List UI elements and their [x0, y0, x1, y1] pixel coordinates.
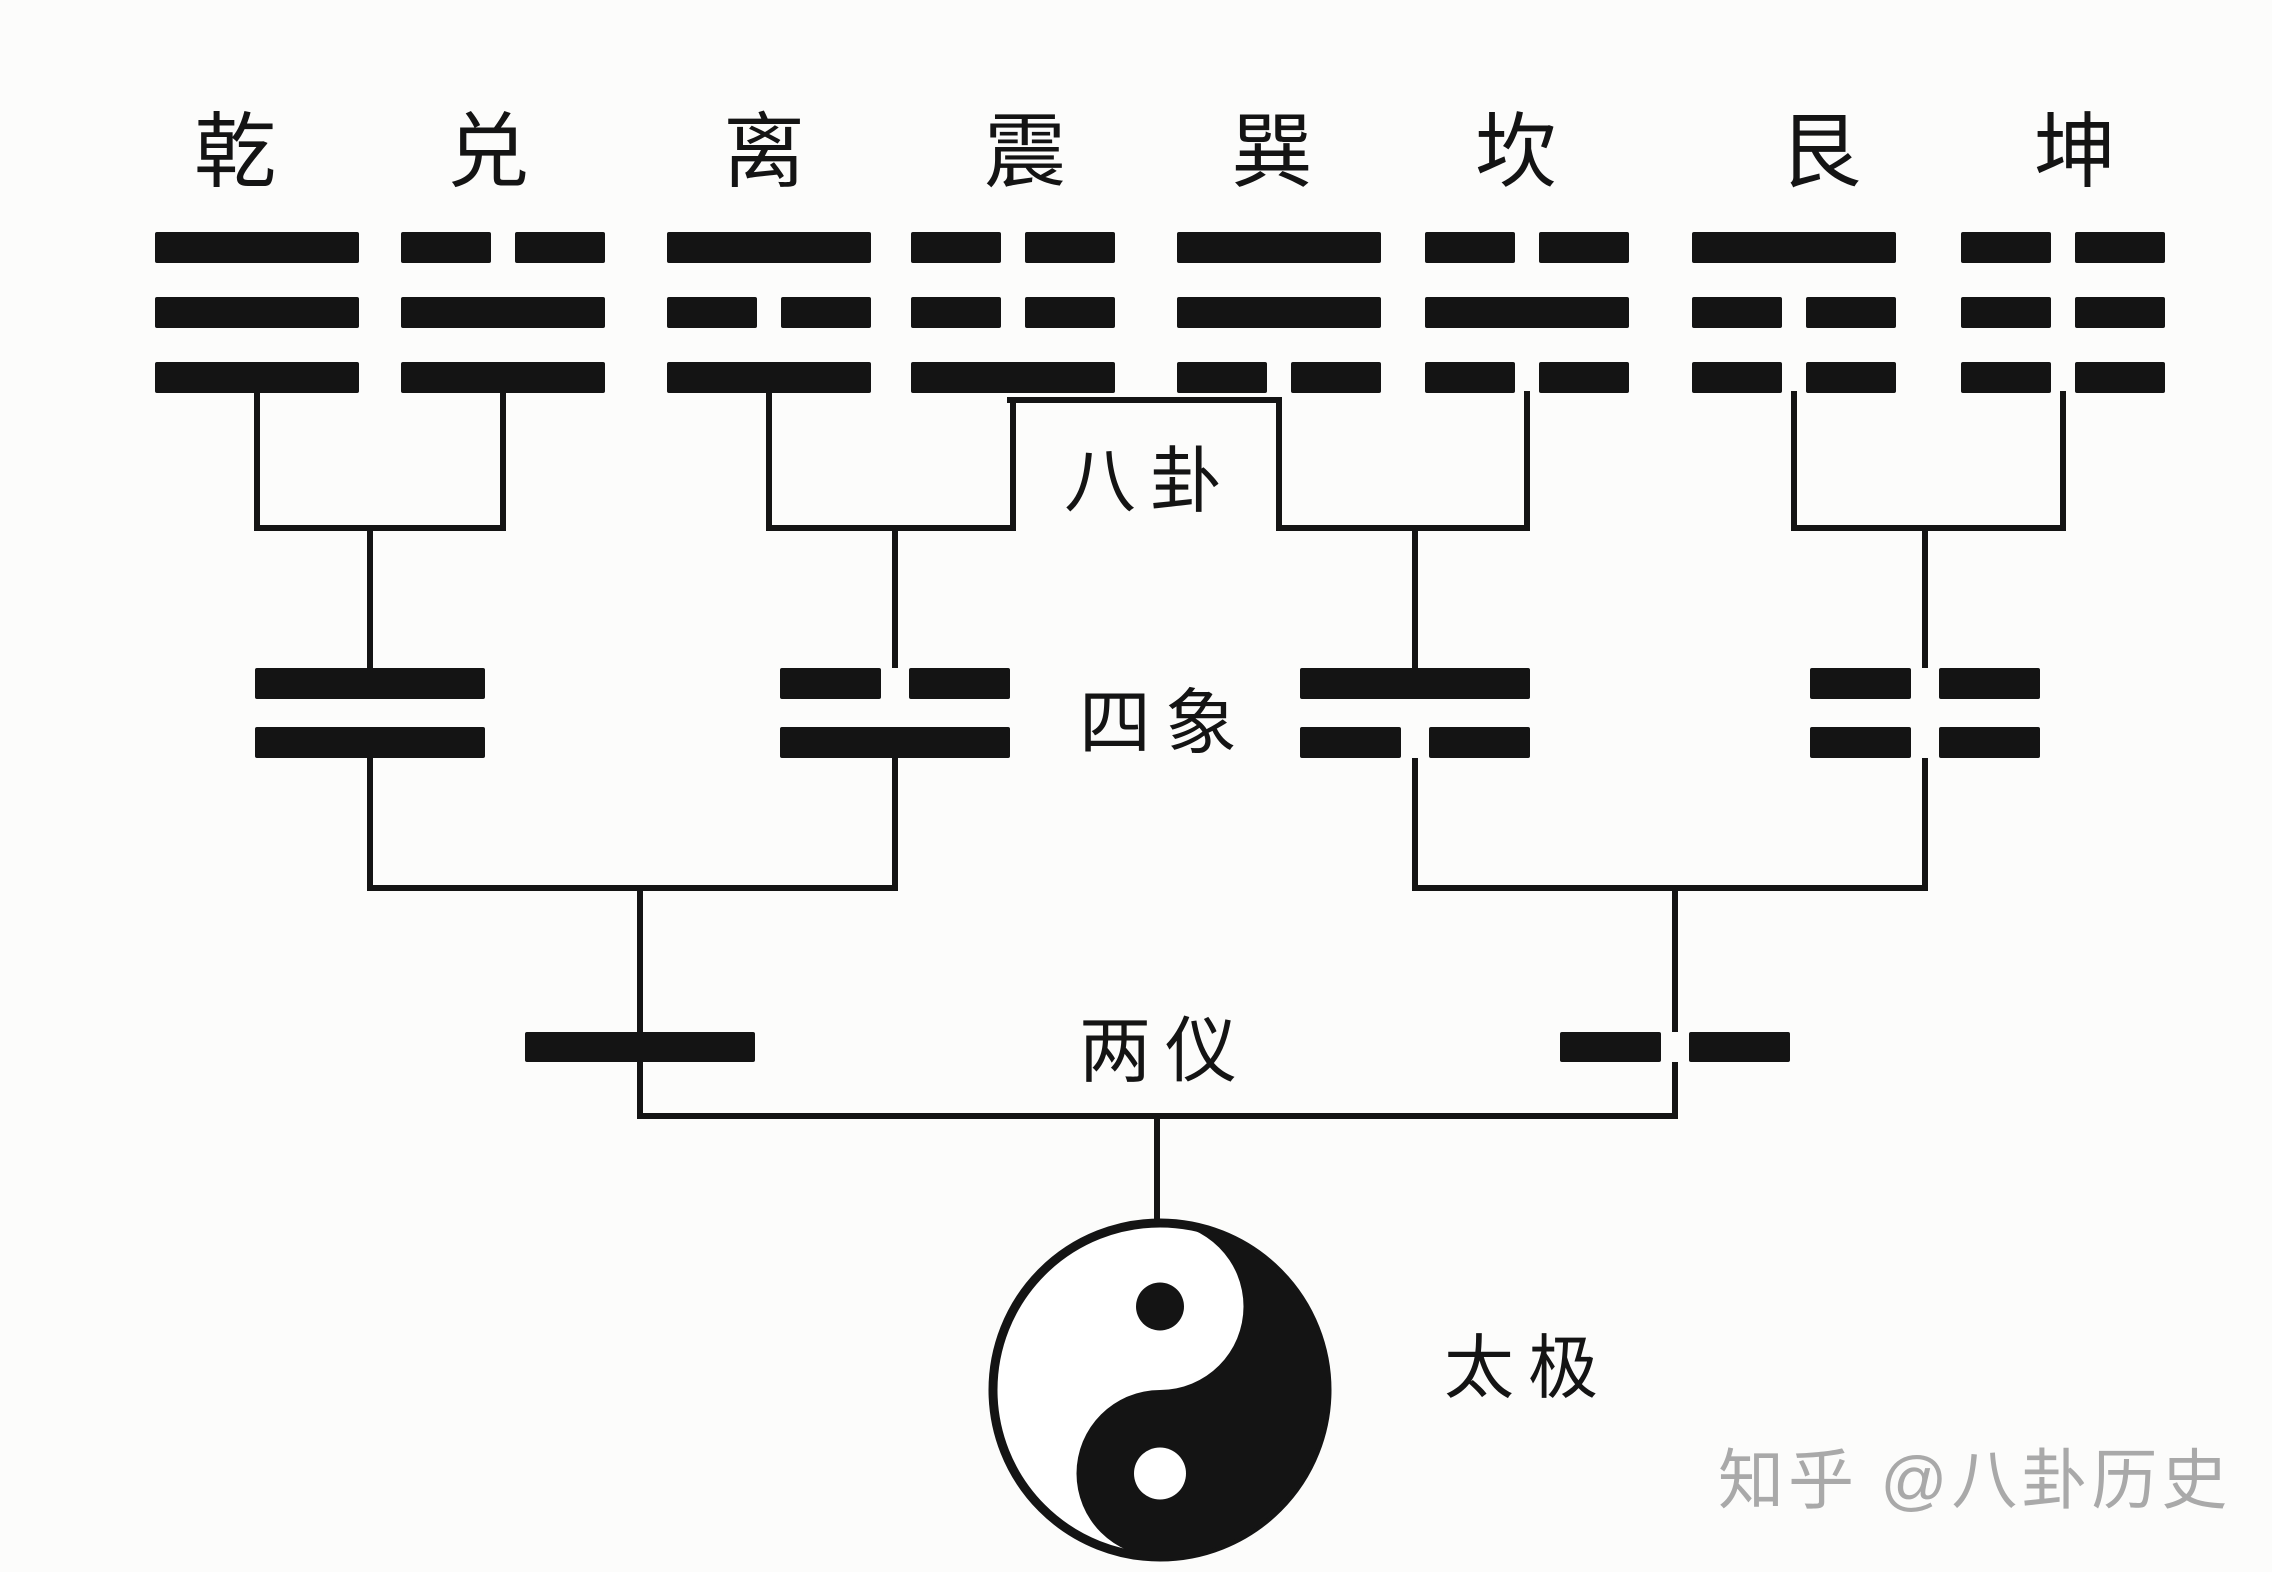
yin-broken-line [1692, 362, 1896, 393]
connector-drop-taiyang [367, 758, 373, 891]
connector-drop-dui [500, 391, 506, 531]
yin-broken-line [1810, 668, 2040, 699]
yang-solid-line [1177, 297, 1381, 328]
trigram-symbol-zhen [911, 232, 1115, 393]
connector-drop-xun [1276, 397, 1282, 531]
yin-eye-dot [1136, 1282, 1184, 1331]
yang-solid-line [255, 668, 485, 699]
yang-solid-line [667, 362, 871, 393]
yin-broken-line [1560, 1032, 1790, 1062]
connector-drop-shaoyin [892, 758, 898, 891]
yang-solid-line [525, 1032, 755, 1062]
trigram-symbol-xun [1177, 232, 1381, 393]
level-label-taiji: 太极 [1444, 1331, 1612, 1408]
trigram-symbol-kun [1961, 232, 2165, 393]
yin-broken-line [1810, 727, 2040, 758]
level-label-liangyi: 两仪 [1078, 1012, 1252, 1092]
yin-broken-line [1425, 232, 1629, 263]
yin-broken-line [1961, 232, 2165, 263]
connector-pair-gen-kun [1791, 525, 2066, 531]
yang-solid-line [401, 362, 605, 393]
connector-drop-taiyin [1922, 758, 1928, 891]
connector-drop-zhen [1010, 397, 1016, 531]
connector-stem-yin [1672, 885, 1678, 1032]
trigram-symbol-qian [155, 232, 359, 393]
yin-broken-line [401, 232, 605, 263]
trigram-label-kan: 坎 [1474, 107, 1558, 198]
yin-broken-line [1177, 362, 1381, 393]
trigram-label-li: 离 [722, 107, 806, 198]
trigram-symbol-kan [1425, 232, 1629, 393]
connector-drop-gen [1791, 391, 1797, 531]
trigram-symbol-li [667, 232, 871, 393]
connector-drop-kan [1524, 391, 1530, 531]
yin-broken-line [1300, 727, 1530, 758]
connector-pair-taiyang-shaoyin [367, 885, 898, 891]
level-label-sixiang: 四象 [1078, 684, 1252, 764]
yin-broken-line [911, 232, 1115, 263]
connector-stem-yang [637, 885, 643, 1032]
sixiang-symbol-shaoyin [780, 668, 1010, 758]
zhihu-watermark: 知乎 @八卦历史 [1718, 1443, 2232, 1517]
trigram-label-dui: 兑 [446, 107, 530, 198]
taiji-yinyang-icon [988, 1218, 1332, 1562]
connector-stem-shaoyin [892, 525, 898, 668]
yang-solid-line [780, 727, 1010, 758]
yang-solid-line [401, 297, 605, 328]
connector-pair-xun-kan [1276, 525, 1530, 531]
yin-broken-line [911, 297, 1115, 328]
trigram-label-qian: 乾 [193, 107, 277, 198]
trigram-symbol-dui [401, 232, 605, 393]
yin-broken-line [1961, 362, 2165, 393]
trigram-label-zhen: 震 [983, 107, 1067, 198]
connector-drop-yin [1672, 1062, 1678, 1119]
connector-pair-shaoyang-taiyin [1412, 885, 1928, 891]
yang-solid-line [911, 362, 1115, 393]
connector-stem-taiyang [367, 525, 373, 668]
trigram-symbol-gen [1692, 232, 1896, 393]
connector-stem-taiji [1154, 1113, 1160, 1223]
yang-solid-line [155, 297, 359, 328]
connector-drop-shaoyang [1412, 758, 1418, 891]
yin-broken-line [1425, 362, 1629, 393]
trigram-label-xun: 巽 [1230, 107, 1314, 198]
level-label-bagua: 八卦 [1063, 442, 1237, 522]
connector-drop-li [766, 391, 772, 531]
connector-drop-kun [2060, 391, 2066, 531]
yang-solid-line [155, 232, 359, 263]
yin-broken-line [780, 668, 1010, 699]
yang-solid-line [255, 727, 485, 758]
sixiang-symbol-taiyin [1810, 668, 2040, 758]
yang-solid-line [1425, 297, 1629, 328]
yang-solid-line [1692, 232, 1896, 263]
connector-pair-li-zhen [766, 525, 1016, 531]
yang-eye-dot [1134, 1447, 1186, 1500]
yang-solid-line [1177, 232, 1381, 263]
trigram-label-gen: 艮 [1778, 107, 1862, 198]
connector-drop-yang [637, 1062, 643, 1119]
connector-bridge-over-bagua-label [1007, 397, 1282, 403]
yin-broken-line [667, 297, 871, 328]
liangyi-symbol-yang [525, 1032, 755, 1062]
liangyi-symbol-yin [1560, 1032, 1790, 1062]
sixiang-symbol-taiyang [255, 668, 485, 758]
connector-stem-shaoyang [1412, 525, 1418, 668]
yin-broken-line [1692, 297, 1896, 328]
connector-drop-qian [254, 391, 260, 531]
connector-pair-qian-dui [254, 525, 506, 531]
yang-solid-line [1300, 668, 1530, 699]
yang-solid-line [155, 362, 359, 393]
sixiang-symbol-shaoyang [1300, 668, 1530, 758]
yin-broken-line [1961, 297, 2165, 328]
yang-solid-line [667, 232, 871, 263]
connector-stem-taiyin [1922, 525, 1928, 668]
trigram-label-kun: 坤 [2033, 107, 2117, 198]
